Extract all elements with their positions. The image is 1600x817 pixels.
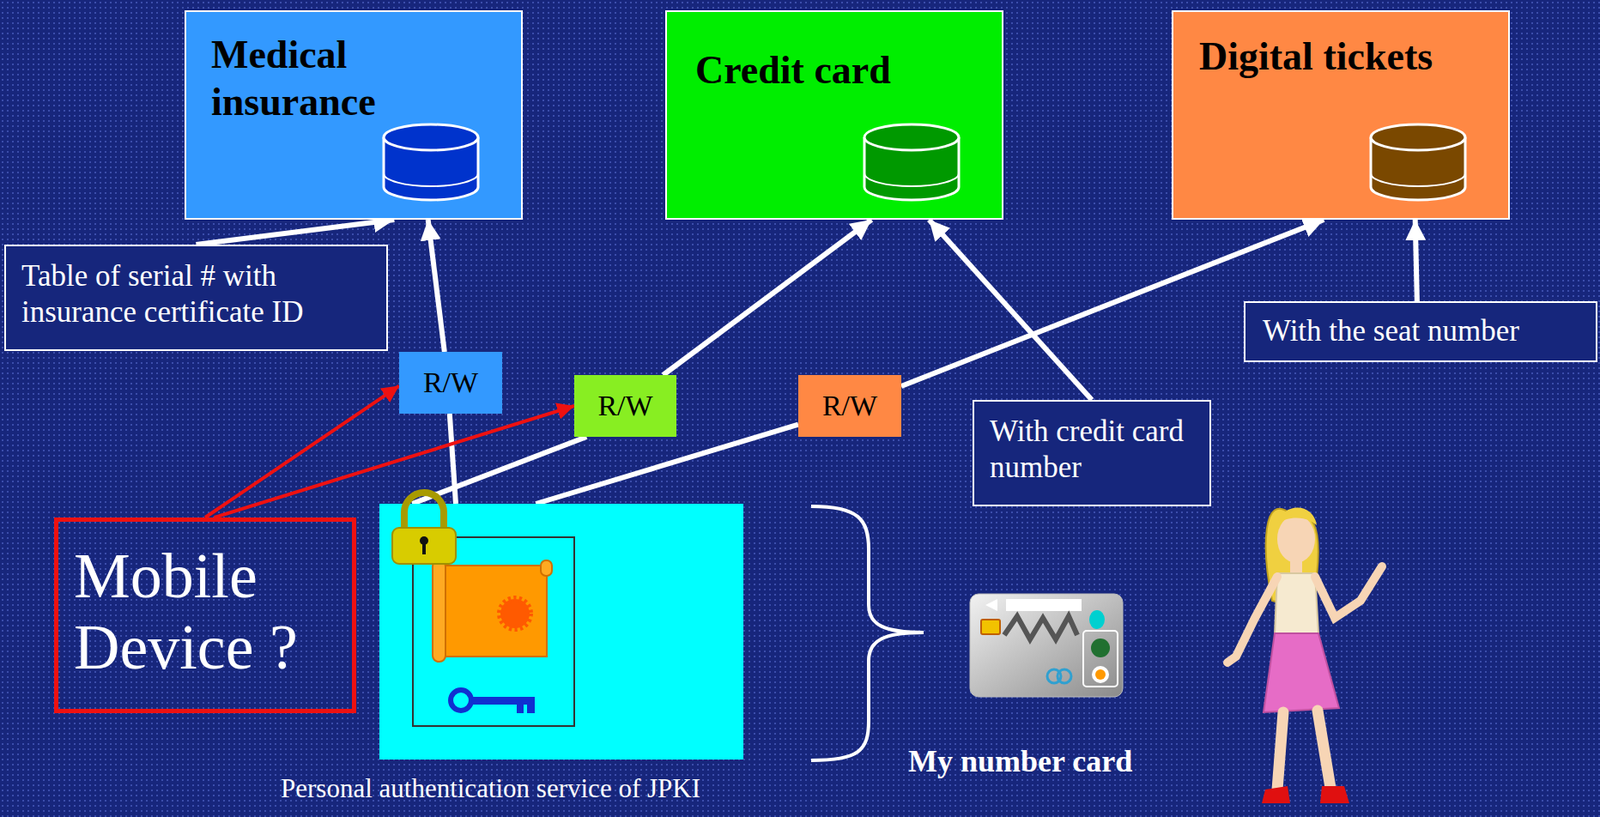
control-arrow bbox=[214, 406, 575, 518]
woman-figure bbox=[1227, 507, 1382, 804]
callout-box: With credit card number bbox=[972, 400, 1212, 507]
service-box: Credit card bbox=[665, 10, 1004, 220]
node-text: R/W bbox=[597, 388, 653, 425]
control-arrow bbox=[205, 386, 400, 518]
node-text: Medical insurance bbox=[211, 30, 501, 126]
node-text: R/W bbox=[423, 365, 479, 401]
callout-box: Table of serial # with insurance certifi… bbox=[4, 244, 388, 352]
data-arrow bbox=[928, 219, 1092, 400]
brace bbox=[811, 506, 924, 761]
node-text: With credit card number bbox=[989, 413, 1200, 486]
database-icon bbox=[1368, 121, 1470, 205]
service-box: Digital tickets bbox=[1171, 10, 1510, 220]
node-text: Digital tickets bbox=[1199, 32, 1495, 80]
node-text: Mobile Device ? bbox=[73, 540, 342, 684]
reader-writer-box: R/W bbox=[798, 375, 902, 437]
card-label: My number card bbox=[908, 743, 1133, 780]
node-text: Table of serial # with insurance certifi… bbox=[21, 258, 375, 331]
caption-text: Personal authentication service of JPKI bbox=[280, 772, 701, 805]
reader-writer-box: R/W bbox=[574, 375, 677, 437]
data-arrow bbox=[428, 219, 445, 352]
data-arrow bbox=[196, 219, 395, 245]
jpki-box: Personal authentication service of JPKI bbox=[379, 503, 744, 760]
data-arrow bbox=[663, 219, 873, 376]
database-icon bbox=[861, 121, 964, 205]
my-number-card bbox=[969, 593, 1123, 697]
service-box: Medical insurance bbox=[184, 10, 523, 220]
callout-box: With the seat number bbox=[1243, 301, 1598, 363]
node-text: R/W bbox=[822, 388, 878, 425]
certificate-and-key-icon bbox=[379, 503, 744, 760]
node-text: With the seat number bbox=[1262, 313, 1586, 350]
database-icon bbox=[381, 121, 483, 205]
reader-writer-box: R/W bbox=[399, 351, 503, 414]
data-arrow bbox=[1415, 219, 1418, 302]
device-box: Mobile Device ? bbox=[54, 517, 357, 714]
node-text: Credit card bbox=[695, 46, 982, 94]
